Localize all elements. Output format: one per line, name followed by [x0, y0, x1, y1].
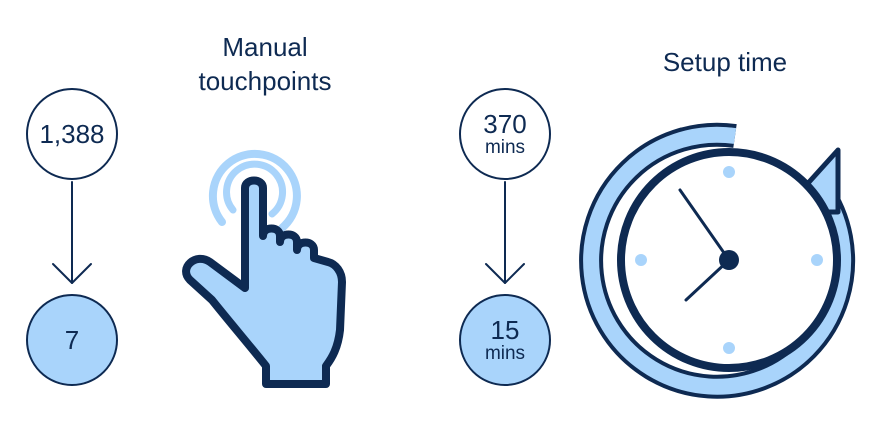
manual-touchpoints-title-line2: touchpoints: [198, 66, 332, 96]
hand-tap-icon: [182, 149, 346, 388]
touchpoints-after-circle: 7: [26, 294, 118, 386]
touchpoints-down-arrow: [52, 181, 92, 284]
setup-time-title: Setup time: [662, 47, 788, 77]
setup-before-circle: 370 mins: [459, 88, 551, 180]
setup-down-arrow: [485, 181, 525, 284]
setup-before-unit: mins: [484, 137, 526, 158]
setup-after-unit: mins: [484, 343, 526, 364]
clock-refresh-icon: [579, 122, 856, 399]
manual-touchpoints-title-line1: Manual: [222, 32, 308, 62]
setup-after-value: 15: [490, 315, 520, 345]
touchpoints-before-circle: 1,388: [26, 88, 118, 180]
touchpoints-after-value: 7: [64, 325, 80, 355]
manual-touchpoints-title: Manual touchpoints: [165, 30, 365, 98]
touchpoints-before-value: 1,388: [39, 119, 105, 149]
setup-after-circle: 15 mins: [459, 294, 551, 386]
setup-before-value: 370: [483, 109, 527, 139]
